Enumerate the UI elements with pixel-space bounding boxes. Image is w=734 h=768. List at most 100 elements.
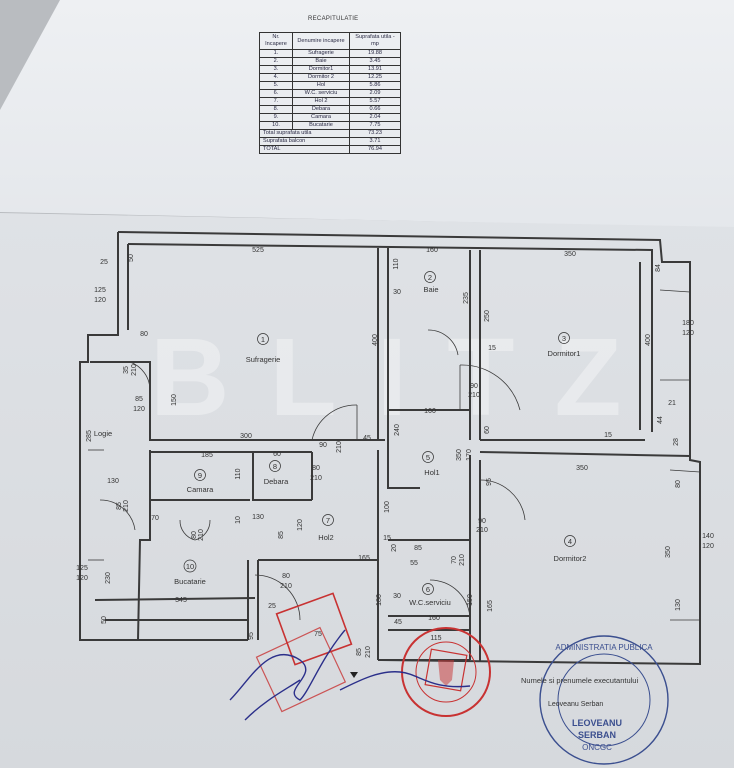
room-circle xyxy=(257,333,269,345)
dimension-label: 85 xyxy=(278,531,285,539)
room-circle xyxy=(564,535,576,547)
dimension-label: 110 xyxy=(393,258,400,269)
dimension-label: 110 xyxy=(235,468,242,479)
dimension-label: 120 xyxy=(702,543,714,550)
dimension-label: 60 xyxy=(484,426,491,434)
dimension-label: 210 xyxy=(476,527,488,534)
dimension-label: 345 xyxy=(175,597,187,604)
recap-header-row: Nr. Incapere Denumire incapere Suprafata… xyxy=(259,32,401,50)
stamp-ring-text: ADMINISTRATIA PUBLICA xyxy=(555,643,653,652)
dimension-label: 130 xyxy=(107,478,119,485)
dimension-label: 75 xyxy=(314,631,322,638)
dimension-label: 150 xyxy=(467,594,474,606)
red-stamp xyxy=(401,627,491,717)
room-labels: 1 Sufragerie 2 Baie 3 Dormitor1 4 Dormit… xyxy=(94,271,587,607)
dimension-label: 28 xyxy=(673,438,680,446)
blue-stamp: ADMINISTRATIA PUBLICA LEOVEANU SERBAN ON… xyxy=(539,635,669,765)
dimension-label: 120 xyxy=(682,330,694,337)
dimension-label: 210 xyxy=(198,529,205,541)
room-circle xyxy=(422,583,434,595)
room-number: 2 xyxy=(428,273,432,282)
dimension-label: 180 xyxy=(682,320,694,327)
dimension-label: 85 xyxy=(356,648,363,656)
recap-total-value: 76.94 xyxy=(349,145,401,154)
dimension-label: 21 xyxy=(668,400,676,407)
room-name: Sufragerie xyxy=(246,355,281,364)
room-name: Debara xyxy=(264,477,289,486)
stamp-name-line1: LEOVEANU xyxy=(572,718,622,728)
dimension-label: 210 xyxy=(336,441,343,453)
dimension-label: 210 xyxy=(280,583,292,590)
windows xyxy=(88,289,701,621)
dimension-label: 45 xyxy=(363,435,371,442)
dimension-label: 80 xyxy=(191,531,198,539)
dimension-label: 115 xyxy=(430,635,441,642)
dimension-label: 120 xyxy=(297,519,304,531)
dimension-label: 160 xyxy=(424,408,436,415)
dimension-label: 30 xyxy=(393,593,401,600)
dimension-label: 55 xyxy=(410,560,418,567)
dimension-label: 230 xyxy=(105,572,112,584)
plan-sheet xyxy=(0,213,734,768)
dimension-label: 85 xyxy=(116,502,123,510)
dimension-label: 125 xyxy=(94,287,106,294)
dimension-label: 210 xyxy=(131,364,138,376)
dimension-label: 210 xyxy=(123,500,130,512)
signature xyxy=(229,629,471,721)
recap-header-area: Suprafata utila - mp xyxy=(349,32,401,50)
room-number: 5 xyxy=(426,453,430,462)
room-name: Dormitor1 xyxy=(548,349,581,358)
dimension-label: 210 xyxy=(459,554,466,566)
room-name: Dormitor2 xyxy=(554,554,587,563)
dimension-label: 120 xyxy=(76,575,88,582)
room-name: Hol1 xyxy=(424,468,439,477)
dimension-label: 80 xyxy=(140,331,148,338)
dimension-label: 35 xyxy=(123,366,130,374)
dimension-label: 140 xyxy=(702,533,714,540)
room-number: 7 xyxy=(326,516,330,525)
dimension-label: 80 xyxy=(282,573,290,580)
room-name: Logie xyxy=(94,429,112,438)
dimension-label: 95 xyxy=(486,478,493,486)
dimension-label: 130 xyxy=(252,514,264,521)
stamp-code: ONCGC xyxy=(582,743,612,752)
room-name: Camara xyxy=(187,485,215,494)
dimension-label: 25 xyxy=(268,603,276,610)
dimension-label: 350 xyxy=(576,465,588,472)
dimension-label: 160 xyxy=(426,247,438,254)
dimension-label: 120 xyxy=(133,406,145,413)
dimension-label: 300 xyxy=(240,433,252,440)
dimension-label: 60 xyxy=(273,451,281,458)
walls xyxy=(79,231,701,666)
room-circle xyxy=(322,514,334,526)
dimension-label: 400 xyxy=(372,334,379,346)
dimension-label: 350 xyxy=(564,251,576,258)
room-name: Baie xyxy=(423,285,438,294)
dimension-label: 90 xyxy=(319,442,327,449)
room-number: 1 xyxy=(261,335,265,344)
executant-name: Leoveanu Serban xyxy=(548,701,604,708)
coat-of-arms-icon xyxy=(438,660,454,686)
door-swings xyxy=(99,329,526,621)
dimension-label: 400 xyxy=(645,334,652,346)
dimension-label: 90 xyxy=(478,518,486,525)
room-circle xyxy=(183,559,197,573)
dimension-label: 70 xyxy=(451,556,458,564)
dimension-label: 170 xyxy=(466,449,473,461)
dimension-label: 15 xyxy=(604,432,612,439)
dimension-label: 285 xyxy=(86,430,93,442)
dimension-label: 85 xyxy=(135,396,143,403)
dimension-label: 350 xyxy=(456,449,463,461)
dimension-label: 350 xyxy=(665,546,672,558)
room-number: 10 xyxy=(186,562,194,571)
dimension-label: 80 xyxy=(675,480,682,488)
room-circle xyxy=(424,271,436,283)
room-name: Bucatarie xyxy=(174,577,206,586)
dimensions: 525 160 350 25 50 125 120 80 35 210 85 1… xyxy=(76,247,714,658)
dimension-label: 95 xyxy=(248,632,255,640)
dimension-label: 180 xyxy=(376,594,383,606)
dimension-label: 525 xyxy=(252,247,264,254)
